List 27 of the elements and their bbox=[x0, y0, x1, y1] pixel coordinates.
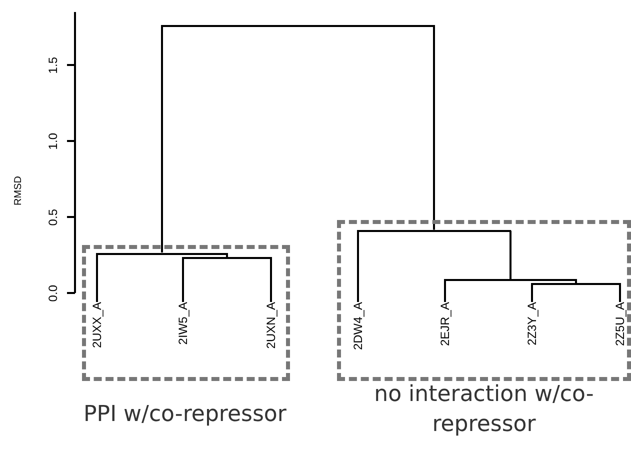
axis-title: RMSD bbox=[12, 176, 25, 206]
tick-label: 1.5 bbox=[47, 56, 60, 74]
tick-label: 1.0 bbox=[47, 132, 60, 150]
dendrogram-branch bbox=[531, 284, 533, 302]
dendrogram-branch bbox=[96, 254, 98, 302]
leaf-label: 2EJR_A bbox=[438, 302, 452, 346]
leaf-label: 2UXN_A bbox=[264, 302, 278, 349]
dendrogram-bar bbox=[357, 230, 511, 232]
dendrogram-branch bbox=[433, 26, 435, 230]
dendrogram-branch bbox=[161, 26, 163, 252]
dendrogram-branch bbox=[619, 284, 621, 302]
group-frame bbox=[82, 245, 290, 381]
dendrogram-branch bbox=[270, 258, 272, 302]
dendrogram-branch bbox=[357, 230, 359, 302]
leaf-label: 2DW4_A bbox=[352, 302, 364, 350]
tick-label: 0.0 bbox=[47, 284, 60, 302]
tick-label: 0.5 bbox=[47, 208, 60, 226]
group-heading: no interaction w/co-repressor bbox=[374, 381, 594, 439]
leaf-label: 2UXX_A bbox=[90, 302, 104, 348]
group-frame bbox=[337, 220, 631, 381]
dendrogram-branch bbox=[182, 258, 184, 302]
leaf-label: 2IW5_A bbox=[176, 302, 190, 345]
group-heading: PPI w/co-repressor bbox=[82, 401, 288, 429]
dendrogram-branch bbox=[444, 280, 446, 302]
dendrogram-branch bbox=[510, 230, 512, 279]
leaf-label: 2Z5U_A bbox=[614, 302, 626, 346]
leaf-label: 2Z3Y_A bbox=[526, 302, 538, 346]
